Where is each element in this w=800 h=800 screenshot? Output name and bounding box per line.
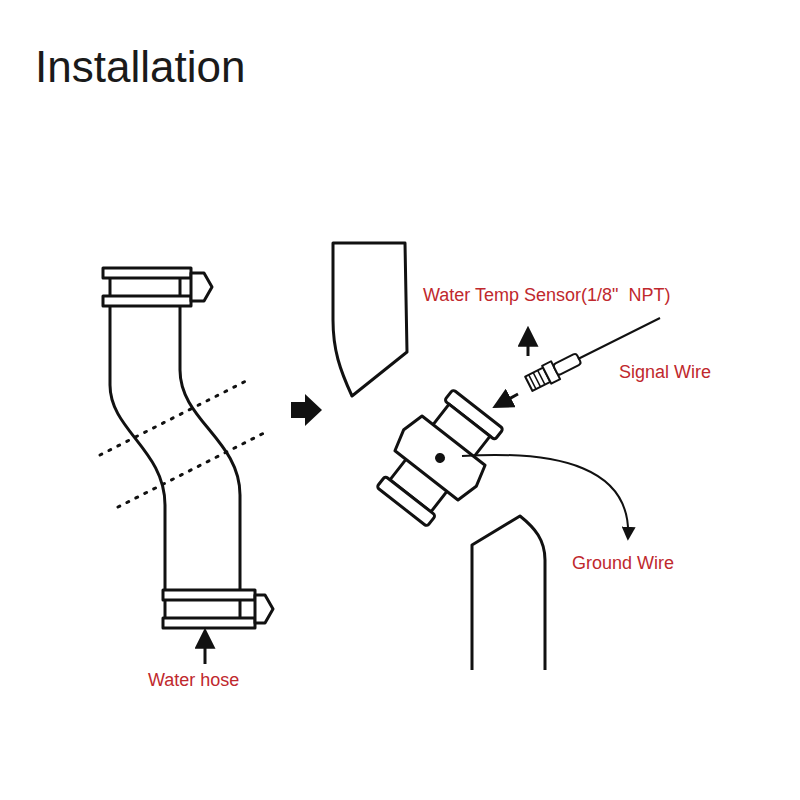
sensor-port (433, 451, 447, 465)
part-label: Water Temp Sensor(1/8" NPT) (423, 285, 670, 306)
clamp-screw (255, 595, 273, 623)
step-arrow (291, 394, 322, 426)
clamp-screw (191, 273, 212, 301)
hose-clamp (179, 278, 182, 296)
hose-clamp (164, 600, 167, 618)
wire-label: Signal Wire (619, 362, 711, 383)
cut-line (118, 432, 266, 507)
wire-label: Ground Wire (572, 553, 674, 574)
hose-outline (180, 306, 240, 592)
hose-clamp (239, 600, 242, 618)
temp-sensor (524, 349, 583, 392)
hose-clamp (163, 590, 255, 600)
part-label: Water hose (148, 670, 239, 691)
cut-line (100, 380, 248, 455)
signal-wire (578, 318, 660, 359)
hose-clamp (103, 296, 191, 306)
fitting-boss (390, 412, 490, 503)
sensor-body (553, 353, 582, 375)
adapter-fitting (366, 381, 515, 535)
page-title: Installation (35, 42, 245, 93)
leader-arrow (527, 330, 530, 356)
hose-clamp (103, 268, 191, 278)
ground-wire (462, 455, 628, 538)
hose-outline (110, 306, 165, 592)
hose-clamp (163, 618, 255, 628)
leader-arrow (204, 632, 207, 664)
hose-piece (333, 243, 407, 396)
insert-arrow (496, 394, 518, 406)
hose-piece (472, 516, 545, 670)
hose-clamp (109, 278, 112, 296)
fitting-collar (377, 476, 436, 526)
sensor-thread (529, 370, 545, 389)
